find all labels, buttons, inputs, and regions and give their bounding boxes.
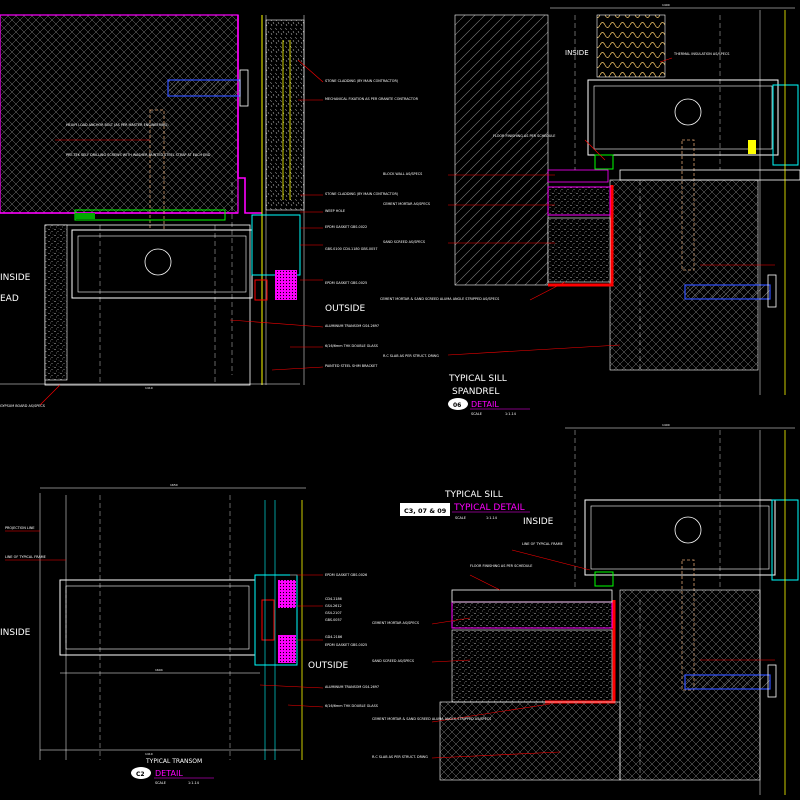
thermal-insulation (596, 14, 666, 78)
pipe-section-tr (674, 98, 702, 126)
detail-label-bl: DETAIL (155, 769, 183, 778)
note-bl-r0: EPDM GASKET GBS.0026 (325, 573, 367, 577)
slab-lower-br (439, 701, 621, 781)
dimension-top-br: 1400 (662, 423, 670, 427)
badge-bl-text: C2 (136, 771, 145, 778)
pipe-section-br (674, 516, 702, 544)
label-inside-tl: INSIDE (0, 273, 31, 283)
note-bl-r2: GS4.2612 (325, 604, 342, 608)
note-bl-r5: GD4.2186 (325, 635, 342, 639)
note-br-3: SAND SCREED AS/SPECS (372, 659, 414, 663)
scale-value-bl: 1:1.14 (188, 781, 199, 785)
note-tl-r8: 6/16/6mm THK DOUBLE GLASS (325, 344, 378, 348)
note-br-1: FLOOR FINISHING AS PER SCHEDULE (470, 564, 532, 568)
sand-screed-tr (547, 217, 611, 283)
detail-label-tr: DETAIL (471, 400, 499, 409)
dimension-mid-bl: 1604 (155, 668, 163, 672)
note-bl-r6: EPDM GASKET GBS.0025 (325, 643, 367, 647)
transom-frame (59, 579, 256, 656)
note-bl-l0: PROJECTION LINE (5, 526, 35, 530)
note-tl-r5: GBS.0100 CD4.1180 GBS.0057 (325, 247, 378, 251)
scale-value-tr: 1:1.14 (505, 412, 516, 416)
note-br-5: R.C SLAB AS PER STRUCT. DRWG (372, 755, 428, 759)
label-head-tl: EAD (0, 294, 19, 304)
note-tr-2: BLOCK WALL AS/SPECS (383, 172, 422, 176)
label-outside-tl: OUTSIDE (325, 304, 365, 314)
head-profile (237, 15, 262, 214)
note-tl-r4: EPDM GASKET GBS.0022 (325, 225, 367, 229)
note-br-4: CEMENT MORTAR & SAND SCREED ALUMA ANGLE … (372, 717, 491, 721)
note-bl-r8: 6/16/6mm THK DOUBLE GLASS (325, 704, 378, 708)
note-tl-r7: ALUMINUM TRANSOM GS4.2697 (325, 324, 379, 328)
note-tl-r0: STONE CLADDING (BY MAIN CONTRACTOR) (325, 79, 399, 83)
title-spandrel-tr: SPANDREL (452, 387, 499, 397)
label-inside-bl: INSIDE (0, 628, 31, 638)
detail-badge-br (400, 503, 450, 516)
anchor-bolt (167, 79, 241, 97)
detail-bottom-left: 1650 1410 1604 INSIDE OUTSIDE PROJECTION… (0, 483, 379, 785)
sand-screed-br (451, 629, 613, 703)
note-bl-r3: GS4.2107 (325, 611, 342, 615)
note-tl-r3: WEEP HOLE (325, 209, 345, 213)
detail-badge-tr (448, 398, 468, 410)
note-tr-3: CEMENT MORTAR AS/SPECS (383, 202, 430, 206)
stone-cladding (265, 19, 305, 211)
note-bl-r7: ALUMINUM TRANSOM GS4.2697 (325, 685, 379, 689)
badge-tr-text: 06 (453, 402, 461, 409)
scale-label-br: SCALE (455, 516, 466, 520)
note-bl-r1: CD4.2186 (325, 597, 342, 601)
detail-top-left: INSIDE EAD OUTSIDE 1410 STONE CLADDING (… (0, 14, 419, 408)
detail-top-right: 1400 INSIDE THERMAL INSULATION AS/SPECS … (380, 3, 800, 416)
block-wall-diagonal (454, 14, 549, 286)
slab-hatch-tr (609, 179, 759, 371)
note-tl-l0: HEAVY LOAD ANCHOR BOLT (AS PER MASTER EN… (66, 123, 169, 127)
note-tl-r9: PAINTED STEEL SHIM BRACKET (325, 364, 378, 368)
note-br-0: LINE OF TYPICAL FRAME (522, 542, 563, 546)
note-bl-r4: GBS.0057 (325, 618, 342, 622)
block-wall-hatch (0, 14, 239, 214)
note-tr-6: R.C SLAB AS PER STRUCT. DRWG (383, 354, 439, 358)
note-bl-l1: LINE OF TYPICAL FRAME (5, 555, 46, 559)
label-outside-bl: OUTSIDE (308, 661, 348, 671)
dimension-bottom-bl: 1410 (145, 752, 153, 756)
dimension-bottom-tl: 1410 (145, 386, 153, 390)
glazing-frame (44, 224, 251, 386)
note-tl-r6: EPDM GASKET GBS.0025 (325, 281, 367, 285)
dimension-top-bl: 1650 (170, 483, 178, 487)
note-tr-1: FLOOR FINISHING AS PER SCHEDULE (493, 134, 555, 138)
scale-value-br: 1:1.14 (486, 516, 497, 520)
note-tl-bottom: GYPSUM BOARD AS/SPECS (0, 404, 45, 408)
scale-label-tr: SCALE (471, 412, 482, 416)
note-tr-4: SAND SCREED AS/SPECS (383, 240, 425, 244)
pipe-section (144, 248, 172, 276)
note-tr-0: THERMAL INSULATION AS/SPECS (673, 52, 729, 56)
detail-bottom-right: 1400 TYPICAL SILL C3, 07 & 09 TYPICAL DE… (372, 423, 799, 795)
cement-mortar-tr (547, 186, 611, 216)
cement-mortar-br (451, 601, 613, 629)
subtitle-typical-detail-br: TYPICAL DETAIL (453, 503, 525, 513)
label-inside-br: INSIDE (523, 517, 554, 527)
scale-label-bl: SCALE (155, 781, 166, 785)
title-typical-transom-bl: TYPICAL TRANSOM (145, 758, 202, 765)
note-tl-l1: PRE-TEK SELF DRILLING SCREWS WITH WASHER… (66, 153, 211, 157)
badge-br-text: C3, 07 & 09 (404, 507, 447, 515)
note-tl-r2: STONE CLADDING (BY MAIN CONTRACTOR) (325, 192, 399, 196)
note-tl-r1: MECHANICAL FIXATION AS PER GRANITE CONTR… (325, 97, 419, 101)
title-typical-sill-tr: TYPICAL SILL (448, 374, 507, 384)
title-typical-sill-br: TYPICAL SILL (444, 490, 503, 500)
aluma-angle-tr (548, 185, 614, 287)
dimension-top-tr: 1400 (662, 3, 670, 7)
label-inside-tr: INSIDE (565, 49, 589, 57)
note-br-2: CEMENT MORTAR AS/SPECS (372, 621, 419, 625)
detail-badge-bl (131, 767, 151, 779)
note-tr-5: CEMENT MORTAR & SAND SCREED ALUMA ANGLE … (380, 297, 499, 301)
